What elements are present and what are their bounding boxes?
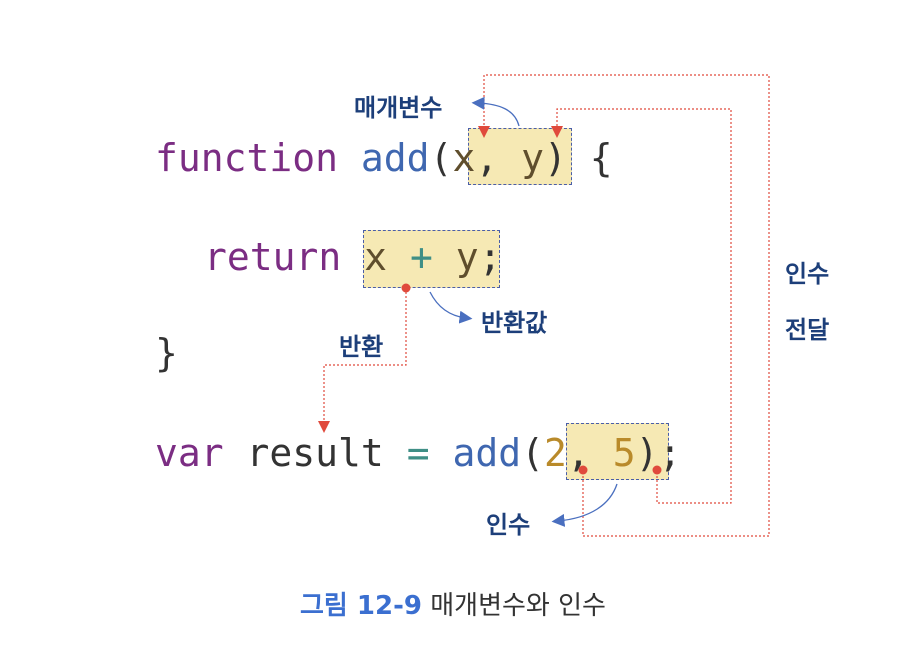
code-line-close-brace: } [155, 330, 178, 376]
close-brace: } [155, 331, 178, 375]
semicolon: ; [478, 235, 502, 279]
code-line-function: function add(x, y) { [155, 135, 613, 181]
assign-operator: = [406, 431, 430, 475]
return-x: x [364, 235, 388, 279]
pass-args-label-line2: 전달 [785, 316, 830, 344]
arg-5: 5 [612, 431, 636, 475]
arg-to-x-arrow [478, 74, 770, 537]
function-name: add [360, 136, 430, 180]
arg-to-y-arrow [551, 108, 732, 504]
figure-caption: 그림 12-9 매개변수와 인수 [300, 585, 606, 622]
args-label: 인수 [486, 511, 531, 539]
function-keyword: function [155, 136, 339, 180]
params-label: 매개변수 [354, 94, 443, 122]
return-arrow [318, 292, 407, 433]
param-x: x [452, 136, 476, 180]
result-identifier: result [246, 431, 384, 475]
return-dot [401, 283, 411, 293]
call-name: add [452, 431, 522, 475]
return-keyword: return [204, 235, 342, 279]
call-open-paren: ( [521, 431, 545, 475]
plus-operator: + [409, 235, 433, 279]
arg-comma: , [566, 431, 590, 475]
arg-5-dot [652, 465, 662, 475]
arg-2: 2 [544, 431, 567, 475]
params-pointer [471, 96, 520, 127]
return-value-label: 반환값 [481, 309, 548, 337]
figure-title: 매개변수와 인수 [430, 591, 606, 621]
return-value-pointer [429, 291, 473, 324]
return-y: y [455, 235, 479, 279]
code-line-var: var result = add(2, 5); [155, 430, 681, 476]
close-paren-brace: ) { [544, 136, 613, 180]
var-keyword: var [155, 431, 224, 475]
arg-2-dot [578, 465, 588, 475]
pass-args-label-line1: 인수 [785, 260, 830, 288]
args-pointer [551, 483, 618, 527]
code-line-return: return x + y; [204, 234, 502, 280]
open-paren: ( [429, 136, 453, 180]
return-label: 반환 [339, 333, 384, 361]
figure-number: 그림 12-9 [300, 591, 422, 621]
param-y: y [521, 136, 545, 180]
param-comma: , [475, 136, 499, 180]
return-expression-highlight [363, 230, 500, 288]
